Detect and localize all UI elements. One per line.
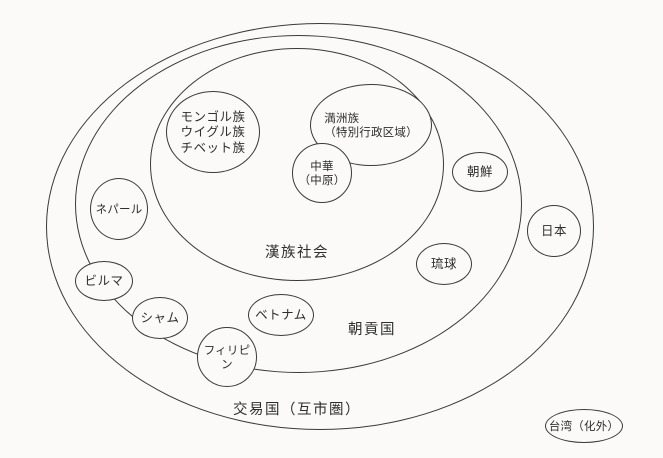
tributary-states-ellipse (75, 35, 522, 373)
node-siam: シャム (132, 297, 188, 339)
node-korea-label: 朝鮮 (466, 164, 493, 180)
node-japan-label: 日本 (540, 223, 567, 239)
node-japan: 日本 (527, 205, 581, 257)
node-korea: 朝鮮 (452, 152, 508, 192)
node-ryukyu-label: 琉球 (430, 256, 457, 272)
node-vietnam-label: ベトナム (255, 307, 307, 323)
node-philippines-label: フィリピン (203, 342, 251, 371)
zone-label-trading-states: 交易国（互市圏） (233, 402, 361, 418)
zone-label-tributary-states: 朝貢国 (348, 322, 396, 338)
node-manchu-label: 満洲族 （特別行政区域） (324, 110, 418, 139)
han-society-ellipse (150, 48, 444, 281)
node-burma: ビルマ (75, 261, 133, 301)
node-manchu: 満洲族 （特別行政区域） (310, 84, 432, 166)
node-siam-label: シャム (140, 310, 180, 326)
node-burma-label: ビルマ (84, 273, 124, 289)
node-china-central-plain-label: 中華 （中原） (298, 158, 346, 187)
node-ryukyu: 琉球 (416, 243, 472, 285)
node-nepal-label: ネパール (95, 201, 143, 216)
zone-label-han-society: 漢族社会 (265, 245, 329, 261)
node-vietnam: ベトナム (248, 294, 314, 336)
node-mongol-uyghur-tibetan: モンゴル族 ウイグル族 チベット族 (166, 91, 260, 173)
node-mongol-uyghur-tibetan-label: モンゴル族 ウイグル族 チベット族 (180, 108, 246, 155)
node-philippines: フィリピン (197, 327, 257, 387)
trading-states-ellipse (46, 23, 594, 430)
node-nepal: ネパール (90, 178, 148, 240)
node-taiwan-outside-civilization: 台湾（化外） (545, 409, 623, 443)
node-taiwan-label: 台湾（化外） (548, 418, 620, 433)
node-china-central-plain: 中華 （中原） (292, 143, 352, 203)
